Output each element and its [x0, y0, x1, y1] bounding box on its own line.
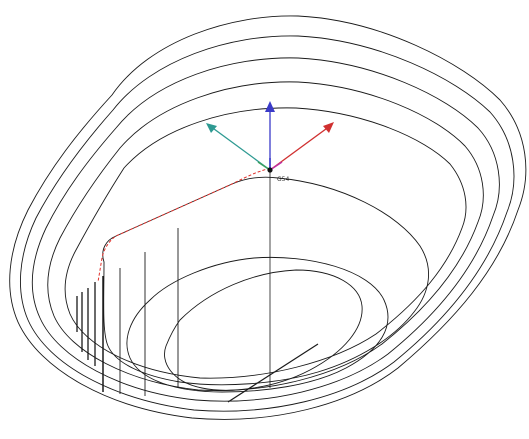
- contour-ring-3: [31, 57, 500, 402]
- contour-ring-7: [126, 256, 389, 393]
- z-axis-arrow-icon: [265, 101, 275, 112]
- contour-ring-1: [9, 15, 527, 420]
- origin-label: G54: [277, 176, 290, 183]
- x-axis-arrow-icon: [323, 122, 334, 133]
- floor-line: [227, 343, 319, 403]
- contour-ring-6: [102, 176, 429, 386]
- y-axis-arrow-icon: [206, 123, 217, 133]
- coordinate-triad: [206, 101, 334, 173]
- contour-ring-8: [164, 269, 363, 391]
- toolpath-approach: [97, 167, 271, 283]
- origin-marker-icon[interactable]: [267, 167, 273, 173]
- contour-ring-5: [64, 107, 467, 379]
- contour-ring-2: [20, 35, 515, 412]
- contour-ring-4: [47, 81, 484, 391]
